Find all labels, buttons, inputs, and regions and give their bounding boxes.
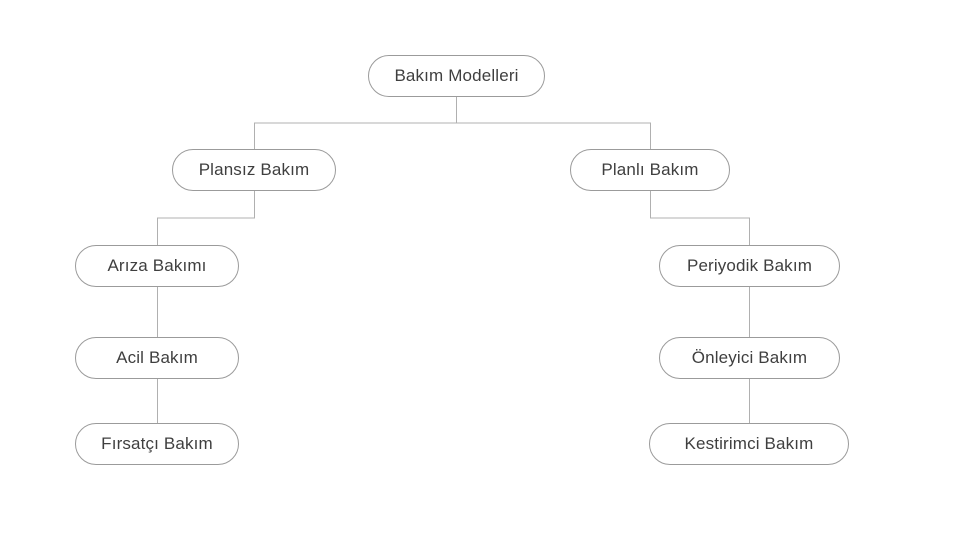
node-label: Arıza Bakımı bbox=[107, 256, 207, 275]
node-plansiz-bakim[interactable]: Plansız Bakım bbox=[172, 149, 336, 191]
node-label: Planlı Bakım bbox=[601, 160, 699, 179]
edge-planned-to-periodic bbox=[649, 191, 751, 245]
node-label: Önleyici Bakım bbox=[691, 348, 808, 367]
node-label: Bakım Modelleri bbox=[394, 66, 519, 85]
node-label: Fırsatçı Bakım bbox=[101, 434, 213, 453]
node-bakim-modelleri[interactable]: Bakım Modelleri bbox=[368, 55, 545, 97]
edge-root-to-planned bbox=[456, 122, 652, 149]
node-periyodik-bakim[interactable]: Periyodik Bakım bbox=[659, 245, 840, 287]
node-firsatci-bakim[interactable]: Fırsatçı Bakım bbox=[75, 423, 239, 465]
node-kestirimci-bakim[interactable]: Kestirimci Bakım bbox=[649, 423, 849, 465]
node-label: Periyodik Bakım bbox=[686, 256, 813, 275]
node-label: Acil Bakım bbox=[116, 348, 198, 367]
node-acil-bakim[interactable]: Acil Bakım bbox=[75, 337, 239, 379]
node-label: Kestirimci Bakım bbox=[684, 434, 814, 453]
node-planli-bakim[interactable]: Planlı Bakım bbox=[570, 149, 730, 191]
node-ariza-bakimi[interactable]: Arıza Bakımı bbox=[75, 245, 239, 287]
node-label: Plansız Bakım bbox=[198, 160, 310, 179]
node-onleyici-bakim[interactable]: Önleyici Bakım bbox=[659, 337, 840, 379]
edge-unplanned-to-breakdown bbox=[156, 191, 256, 245]
edge-root-to-unplanned bbox=[253, 97, 458, 149]
